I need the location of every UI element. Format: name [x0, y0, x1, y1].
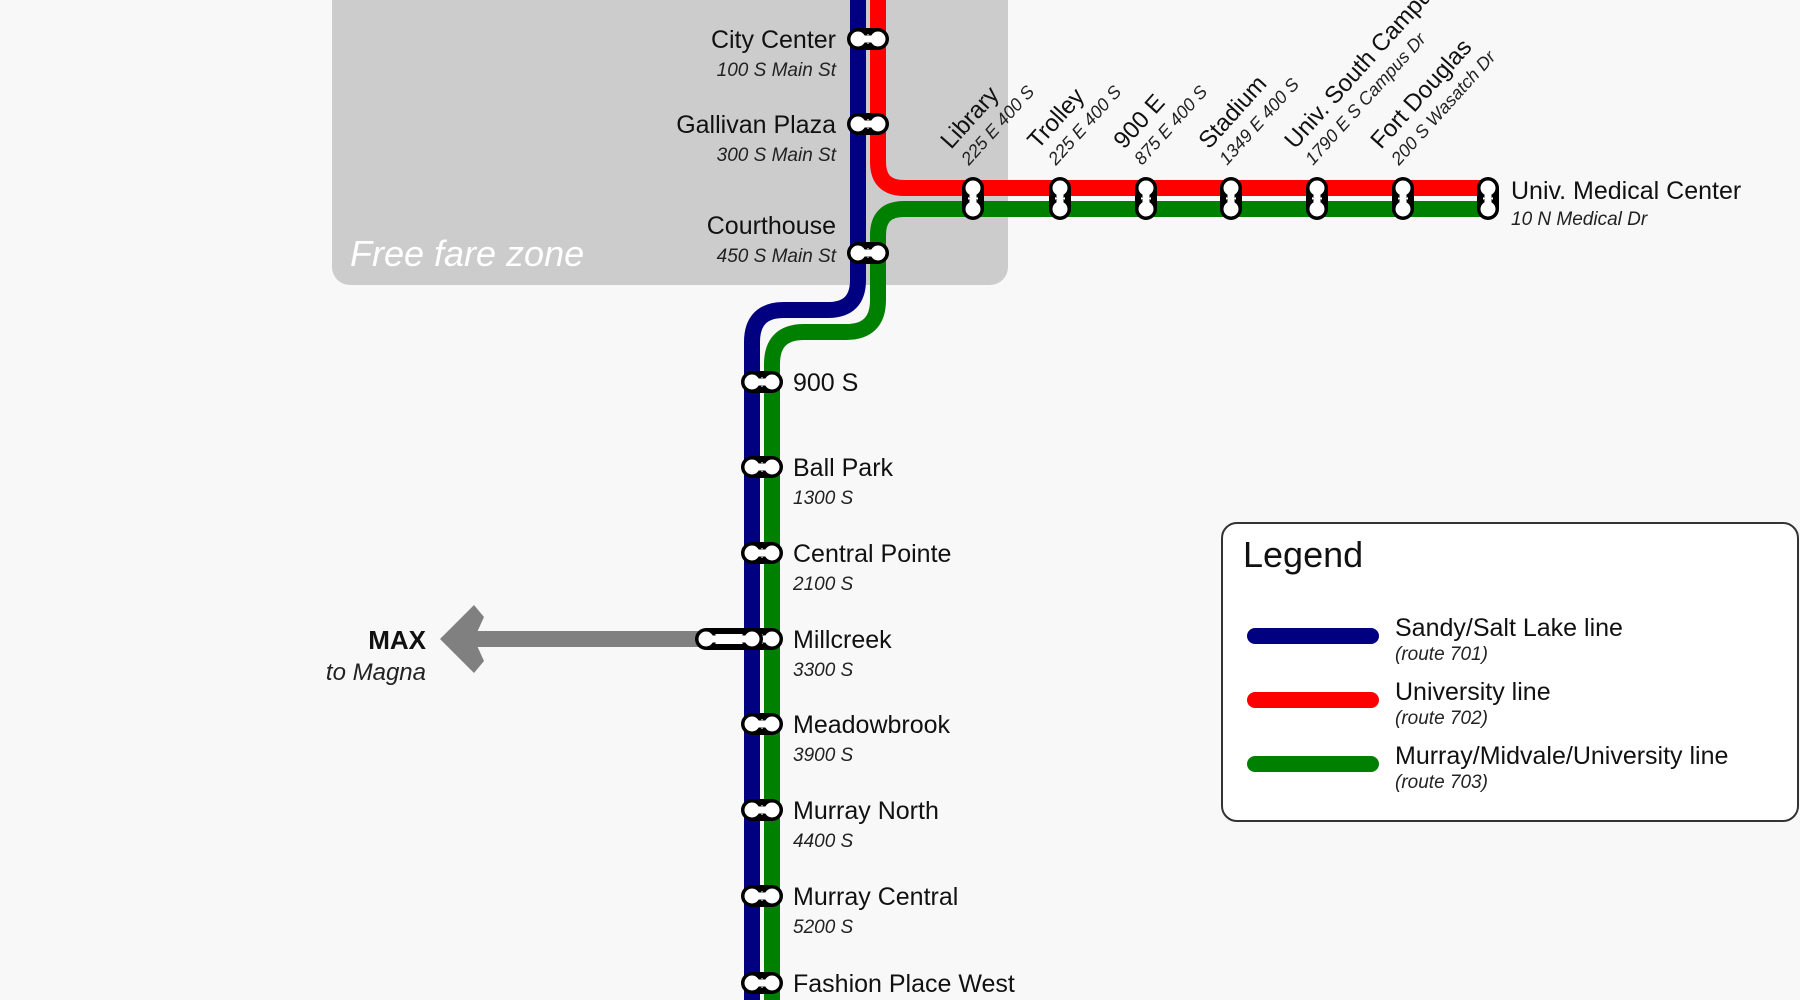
- university-line[interactable]: [870, 0, 1488, 196]
- station-address: 300 S Main St: [717, 145, 837, 166]
- station-name: Courthouse: [707, 212, 836, 240]
- legend-swatch: [1247, 628, 1379, 644]
- station-address: 450 S Main St: [717, 246, 837, 267]
- station-marker[interactable]: [741, 713, 783, 735]
- station-marker[interactable]: [1306, 177, 1328, 220]
- station-name: Millcreek: [793, 626, 892, 654]
- station-marker[interactable]: [741, 542, 783, 564]
- station-marker[interactable]: [741, 371, 783, 393]
- station-marker[interactable]: [962, 177, 984, 220]
- station-marker[interactable]: [1049, 177, 1071, 220]
- legend-route: (route 702): [1395, 708, 1488, 729]
- max-transfer-marker[interactable]: [695, 628, 763, 650]
- station-address: 3300 S: [793, 660, 854, 681]
- station-name: Fashion Place West: [793, 970, 1015, 998]
- station-marker[interactable]: [847, 28, 889, 50]
- terminus-address: 10 N Medical Dr: [1511, 209, 1648, 230]
- station-address: 2100 S: [792, 574, 854, 595]
- station-name: Meadowbrook: [793, 711, 951, 739]
- legend-route: (route 701): [1395, 644, 1488, 665]
- station-address: 3900 S: [793, 745, 854, 766]
- station-marker[interactable]: [847, 113, 889, 135]
- station-marker[interactable]: [741, 972, 783, 994]
- max-branch[interactable]: MAX to Magna: [326, 605, 706, 686]
- station-address: 4400 S: [793, 831, 854, 852]
- station-marker[interactable]: [741, 456, 783, 478]
- legend-label: Sandy/Salt Lake line: [1395, 614, 1623, 642]
- station-name: Ball Park: [793, 454, 894, 482]
- station-address: 100 S Main St: [717, 60, 837, 81]
- terminus-marker[interactable]: [1477, 177, 1499, 220]
- station-address: 1300 S: [793, 488, 854, 509]
- station-name: Murray Central: [793, 883, 958, 911]
- station-name: 900 S: [793, 369, 858, 397]
- legend-swatch: [1247, 692, 1379, 708]
- sandy-line[interactable]: [744, 0, 866, 1000]
- legend-label: University line: [1395, 678, 1551, 706]
- station-name: Central Pointe: [793, 540, 951, 568]
- legend: Legend Sandy/Salt Lake line (route 701) …: [1221, 522, 1799, 822]
- station-name: City Center: [711, 26, 836, 54]
- max-label: MAX: [368, 625, 426, 655]
- station-marker[interactable]: [1220, 177, 1242, 220]
- legend-swatch: [1247, 756, 1379, 772]
- station-marker[interactable]: [847, 242, 889, 264]
- station-marker[interactable]: [1135, 177, 1157, 220]
- station-marker[interactable]: [741, 799, 783, 821]
- max-arrow-icon: [440, 605, 484, 673]
- legend-label: Murray/Midvale/University line: [1395, 742, 1729, 770]
- max-destination: to Magna: [326, 659, 426, 686]
- legend-route: (route 703): [1395, 772, 1488, 793]
- legend-title: Legend: [1243, 534, 1364, 575]
- free-fare-zone: [332, 0, 1008, 285]
- free-fare-zone-label: Free fare zone: [350, 233, 584, 274]
- station-address: 5200 S: [793, 917, 854, 938]
- station-marker[interactable]: [741, 885, 783, 907]
- station-name: Gallivan Plaza: [676, 111, 836, 139]
- station-marker[interactable]: [1392, 177, 1414, 220]
- terminus-name: Univ. Medical Center: [1511, 177, 1741, 205]
- station-name: Murray North: [793, 797, 939, 825]
- murray-line[interactable]: [764, 201, 1488, 1000]
